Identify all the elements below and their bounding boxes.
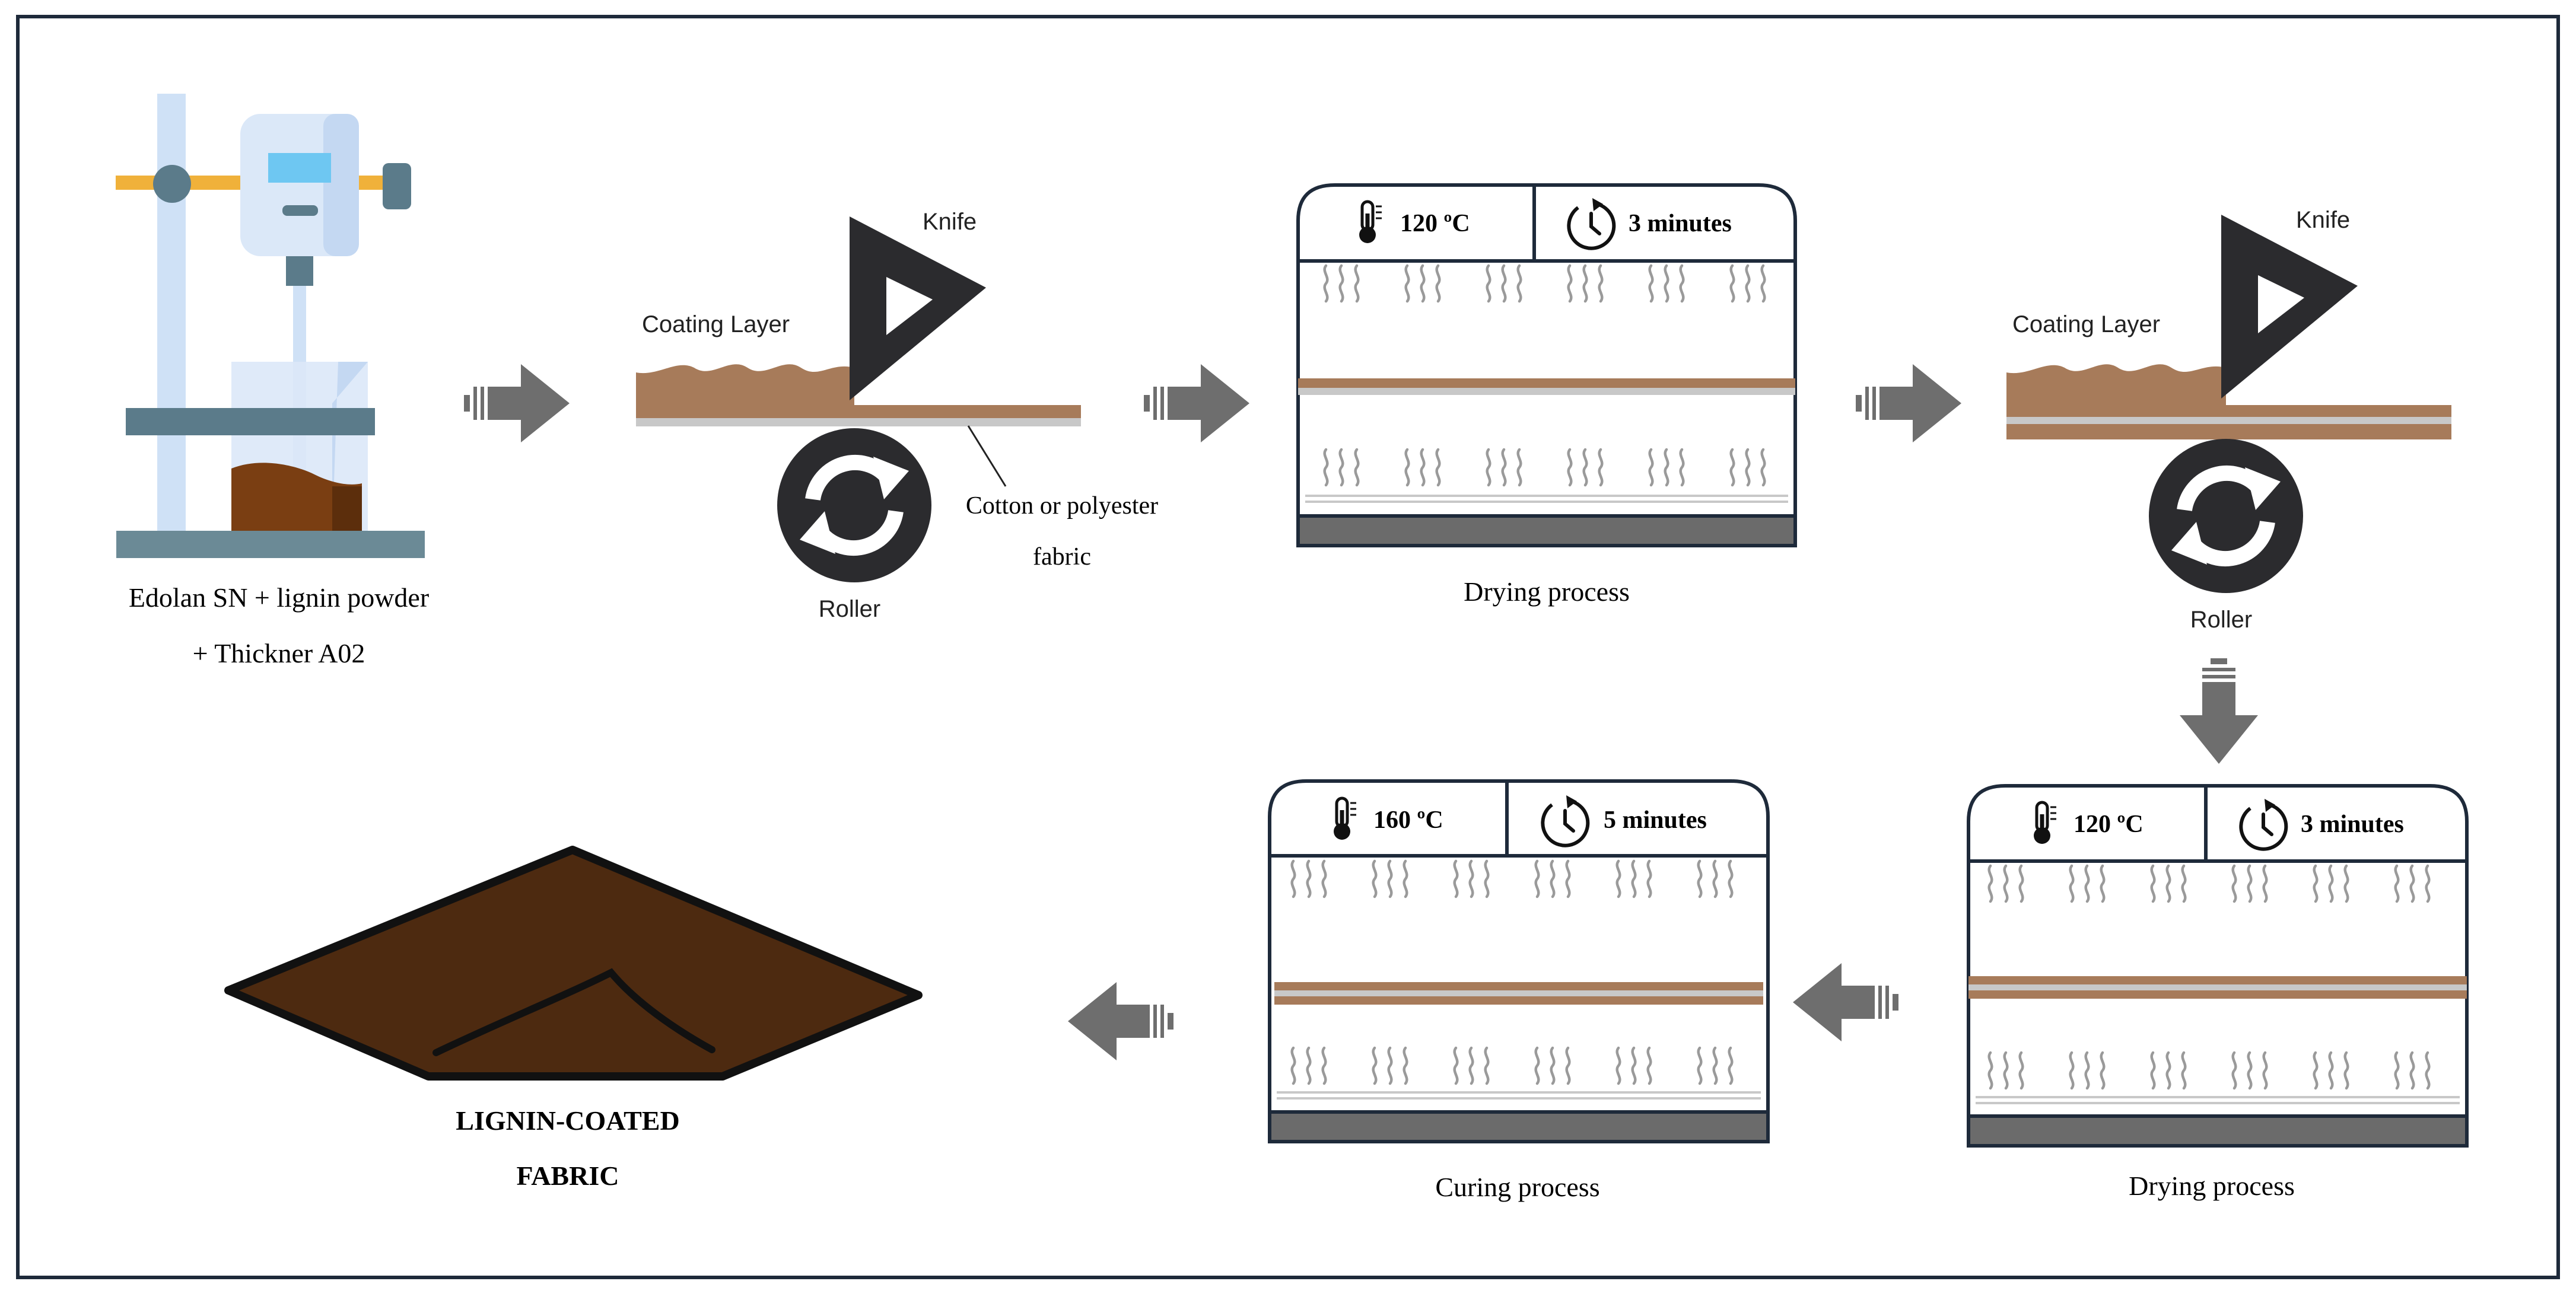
roller-rotate-icon [777,428,931,582]
drying-oven-1 [1296,183,1797,547]
drying2-time: 3 minutes [2301,811,2404,838]
lab-stand-icon [116,94,425,558]
drying-oven-2 [1967,784,2469,1148]
roller-rotate-icon [2149,439,2303,593]
mix-label-line2: + Thickner A02 [193,638,365,668]
curing-caption: Curing process [1435,1172,1599,1202]
knife-label-2: Knife [2296,207,2350,233]
curing-temperature: 160 ºC [1373,807,1443,834]
curing-time: 5 minutes [1604,807,1707,834]
coating-apparatus-2 [2006,215,2451,593]
fabric-label-line1: Cotton or polyester [966,492,1158,520]
fabric-label-line2: fabric [1033,543,1091,571]
product-label-line2: FABRIC [517,1161,619,1191]
drying1-temperature: 120 ºC [1400,210,1470,237]
roller-label-2: Roller [2190,607,2252,633]
coating-layer-label-2: Coating Layer [2012,311,2160,337]
product-label-line1: LIGNIN-COATED [456,1105,679,1136]
roller-label: Roller [819,596,880,622]
drying1-caption: Drying process [1464,576,1630,607]
mix-label-line1: Edolan SN + lignin powder [129,582,429,613]
knife-label: Knife [923,209,977,235]
coating-layer-label: Coating Layer [642,311,790,337]
lignin-coated-fabric-shape [224,846,923,1081]
curing-oven [1268,779,1770,1143]
drying1-time: 3 minutes [1629,210,1732,237]
drying2-temperature: 120 ºC [2073,811,2144,838]
coating-apparatus-1 [636,216,1081,582]
drying2-caption: Drying process [2129,1171,2295,1201]
